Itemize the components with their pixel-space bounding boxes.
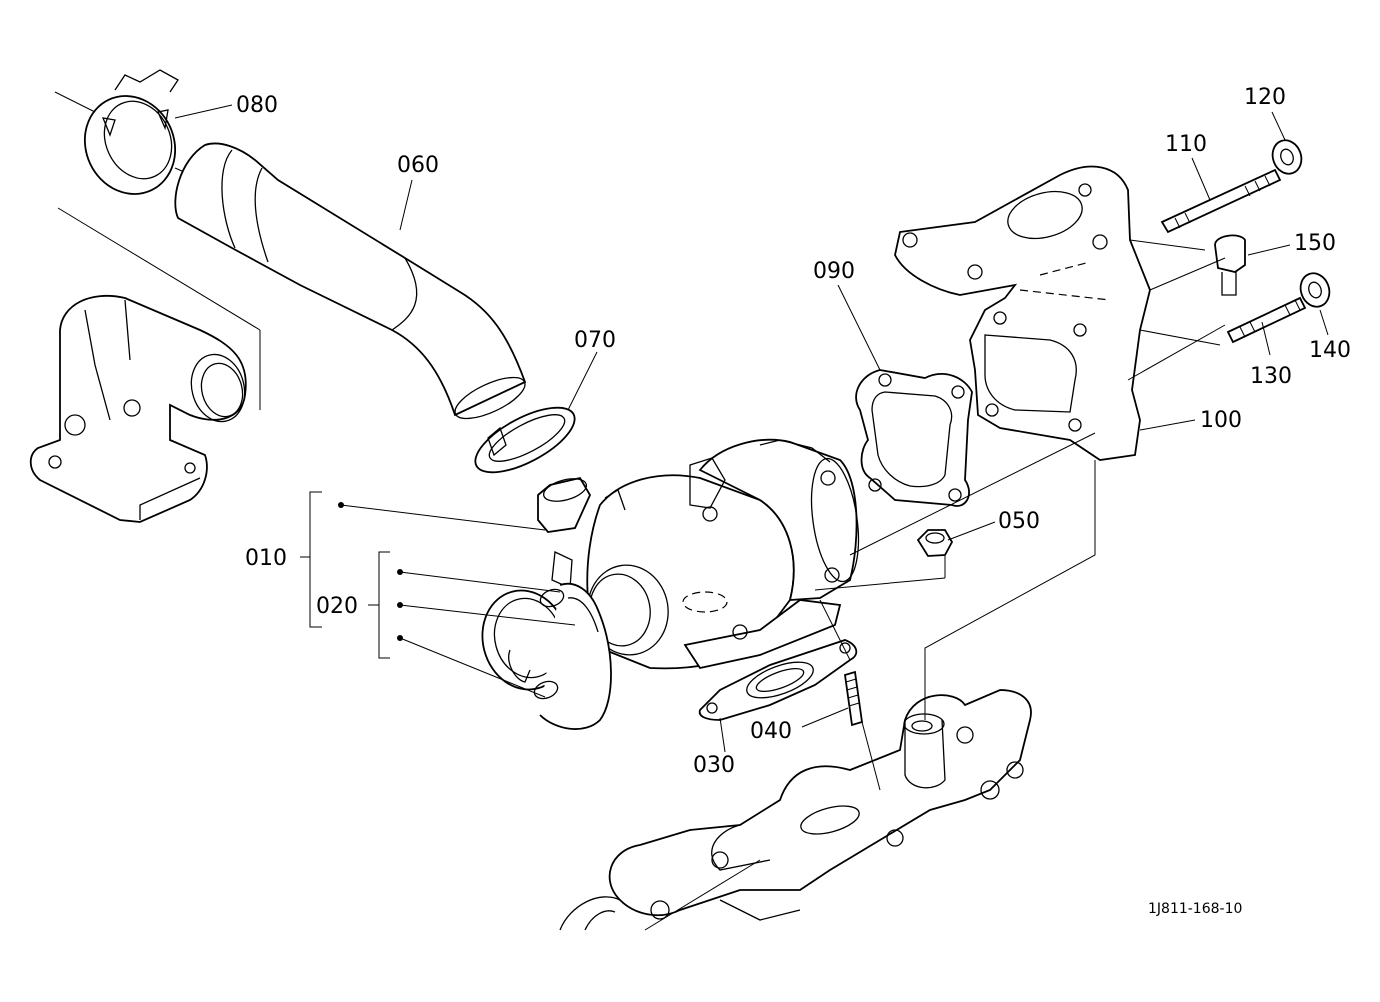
callout-090: 100 [1200,408,1242,433]
drawing-number: 1J811-168-10 [1148,901,1242,917]
callout-120: 120 [1244,85,1286,110]
stud-130[interactable] [1226,296,1307,344]
callout-050: 050 [998,509,1040,534]
plug-bolt-150[interactable] [1214,234,1246,296]
hose-clamp-080[interactable] [69,69,191,209]
callout-100: 090 [813,259,855,284]
callout-080: 080 [236,93,278,118]
callout-labels: 080 060 070 010 020 090 110 120 150 140 … [236,85,1351,778]
callout-070: 070 [574,328,616,353]
callout-110: 110 [1165,132,1207,157]
exhaust-manifold [559,689,1032,931]
callout-040: 040 [750,719,792,744]
callout-030: 030 [693,753,735,778]
hose-clamp-070[interactable] [466,395,584,485]
callout-150: 150 [1294,231,1336,256]
stud-110[interactable] [1160,168,1282,234]
callout-060: 060 [397,153,439,178]
leader-lines [174,104,1329,791]
nut-140[interactable] [1296,269,1334,311]
intake-elbow-housing [29,207,261,523]
wastegate-actuator-020[interactable] [471,581,612,730]
nut-120[interactable] [1268,136,1306,178]
exhaust-elbow-090[interactable] [894,165,1151,461]
intake-pipe-060[interactable] [174,142,530,426]
callout-130: 130 [1250,364,1292,389]
stud-040[interactable] [844,670,863,727]
gasket-100[interactable] [855,369,973,507]
callout-020: 020 [316,594,358,619]
nut-050[interactable] [916,529,954,557]
callout-010: 010 [245,546,287,571]
callout-140: 140 [1309,338,1351,363]
